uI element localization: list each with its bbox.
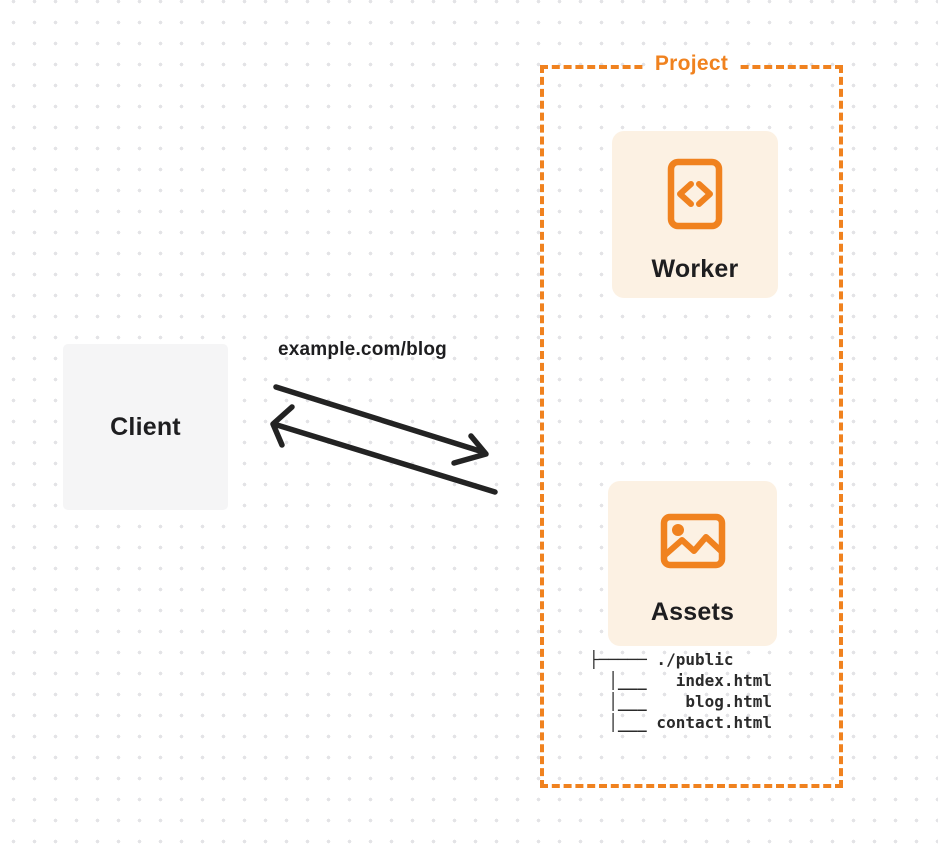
response-arrow (270, 404, 498, 495)
code-document-icon (667, 158, 723, 230)
worker-label: Worker (651, 255, 739, 283)
project-label-wrap: Project (540, 50, 843, 78)
image-icon (660, 513, 726, 569)
request-url-label: example.com/blog (278, 339, 447, 360)
file-tree: ├───── ./public │___ index.html │___ blo… (589, 650, 773, 732)
request-arrow (273, 384, 489, 466)
client-box: Client (63, 344, 228, 510)
project-label: Project (645, 50, 738, 78)
worker-card: Worker (612, 131, 778, 298)
client-label: Client (110, 412, 181, 441)
assets-label: Assets (650, 598, 735, 626)
assets-card: Assets (608, 481, 777, 646)
